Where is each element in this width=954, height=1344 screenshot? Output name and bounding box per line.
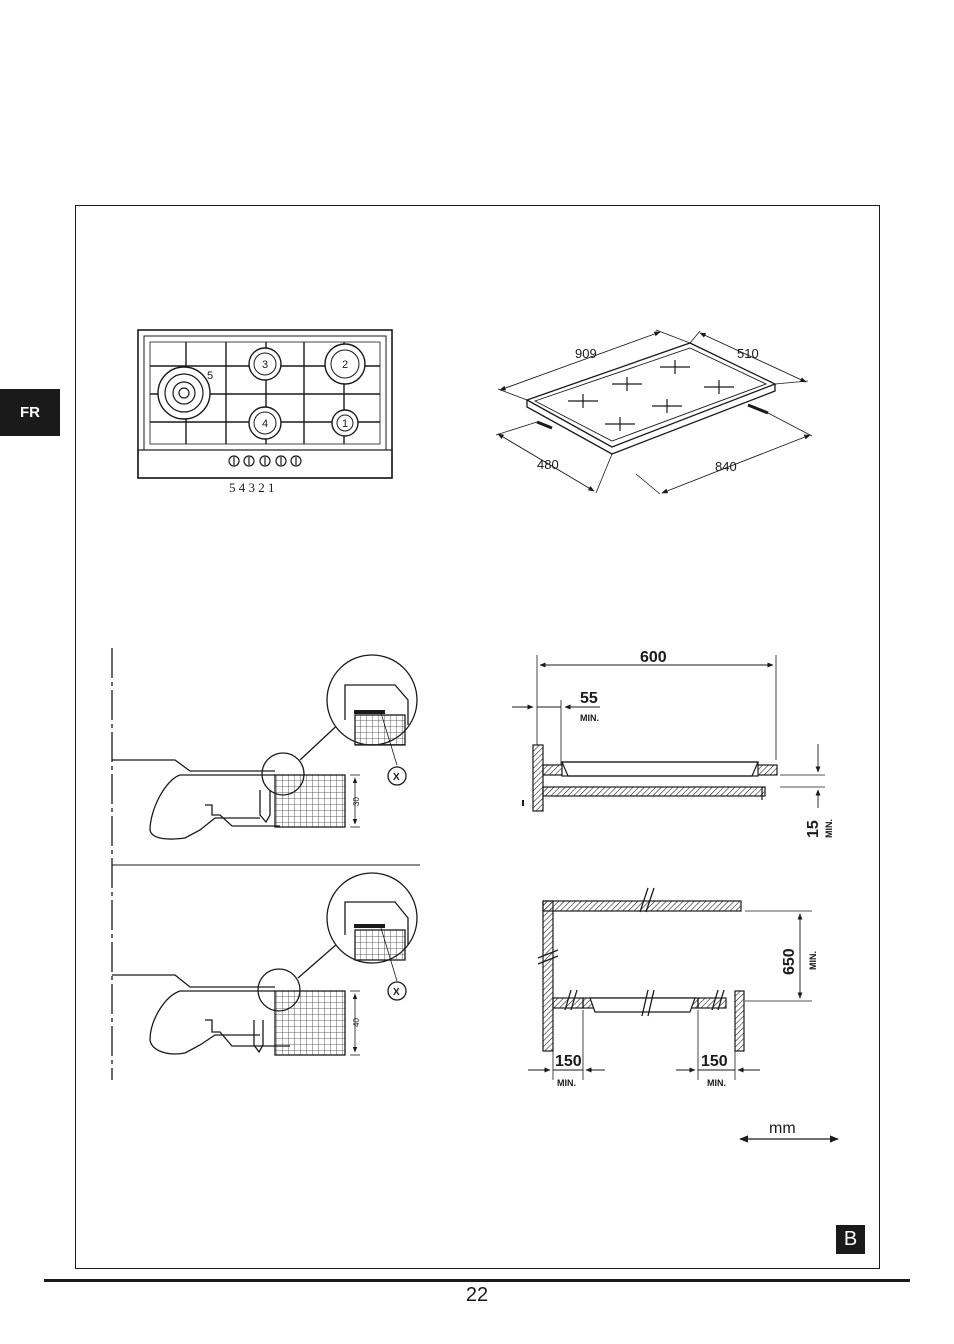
dim-150-left: 150 — [555, 1053, 582, 1070]
dim-width-909: 909 — [575, 346, 597, 361]
burner-4 — [248, 406, 282, 440]
detail-marker-x-lower: X — [393, 987, 400, 998]
dim-150-left-min: MIN. — [557, 1078, 576, 1088]
worktop-detail-sections — [111, 648, 420, 1080]
dim-15: 15 — [805, 820, 822, 838]
burner-1 — [331, 409, 359, 437]
dim-15-min: MIN. — [824, 819, 834, 838]
clearance-front-section — [528, 887, 812, 1080]
dim-650-min: MIN. — [808, 951, 818, 970]
dim-600: 600 — [640, 649, 667, 666]
dim-55: 55 — [580, 690, 598, 707]
dim-depth-510: 510 — [737, 346, 759, 361]
figure-badge: B — [836, 1225, 865, 1254]
burner-label-2: 2 — [342, 359, 348, 371]
detail-height-30: 30 — [352, 797, 361, 806]
detail-height-40: 40 — [352, 1018, 361, 1027]
control-knobs — [228, 455, 302, 467]
knob-numbers: 5 4 3 2 1 — [229, 480, 275, 495]
dim-cut-480: 480 — [537, 457, 559, 472]
burner-2 — [324, 343, 366, 385]
burner-label-4: 4 — [262, 418, 268, 430]
hob-isometric-view — [495, 329, 813, 495]
dim-55-min: MIN. — [580, 713, 599, 723]
detail-marker-x-upper: X — [393, 772, 400, 783]
hob-top-view — [137, 329, 393, 479]
footer-rule — [44, 1279, 910, 1282]
figure-frame — [75, 205, 880, 1269]
clearance-side-section — [512, 655, 825, 812]
units-label: mm — [769, 1120, 796, 1137]
dim-150-right-min: MIN. — [707, 1078, 726, 1088]
detail-section-lower — [112, 872, 418, 1056]
dim-650: 650 — [781, 948, 798, 975]
dim-cut-840: 840 — [715, 459, 737, 474]
burner-3 — [248, 347, 282, 381]
burner-label-3: 3 — [262, 359, 268, 371]
language-tab: FR — [0, 389, 60, 436]
page-number: 22 — [465, 1284, 489, 1306]
burner-label-5: 5 — [207, 370, 213, 382]
dim-150-right: 150 — [701, 1053, 728, 1070]
units-legend: mm — [739, 1120, 839, 1143]
burner-label-1: 1 — [342, 418, 348, 430]
detail-section-upper — [112, 654, 418, 840]
burner-wok — [157, 366, 211, 420]
